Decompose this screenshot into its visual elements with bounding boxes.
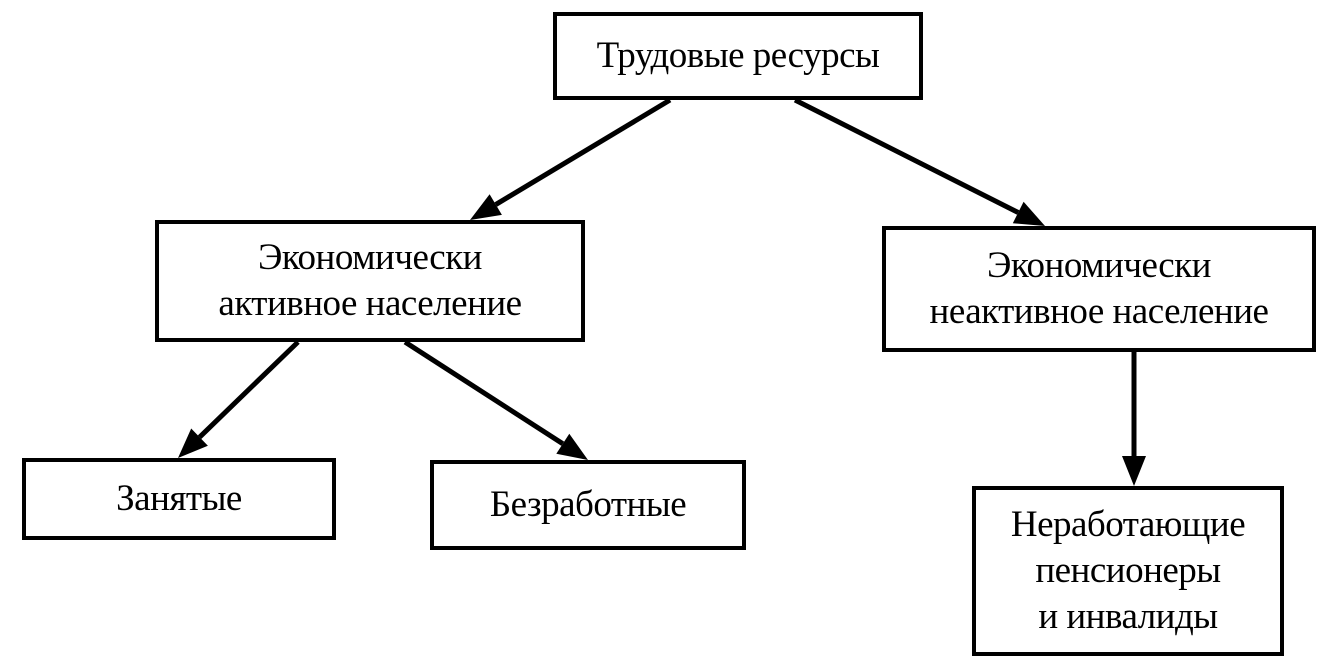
edge-root-to-active: [494, 97, 672, 207]
economically-inactive-line-2: неактивное население: [929, 291, 1269, 332]
arrowhead-active-to-employed: [178, 428, 208, 458]
economically-inactive-line-1: Экономически: [987, 245, 1212, 286]
edge-active-to-unemployed: [403, 339, 565, 446]
edge-active-to-employed: [197, 340, 300, 439]
unemployed-box: Безработные: [430, 460, 746, 550]
non-working-pensioners-line-1: Неработающие: [1010, 504, 1246, 545]
labor-resources-box: Трудовые ресурсы: [553, 12, 923, 100]
non-working-pensioners-box: Неработающие пенсионеры и инвалиды: [972, 486, 1284, 656]
economically-active-line-2: активное население: [218, 283, 522, 324]
economically-active-line-1: Экономически: [258, 237, 483, 278]
economically-inactive-box: Экономически неактивное население: [882, 226, 1316, 352]
edge-root-to-inactive: [793, 97, 1020, 215]
employed-box: Занятые: [22, 458, 336, 540]
arrowhead-active-to-unemployed: [556, 433, 588, 460]
employed-label: Занятые: [116, 478, 242, 519]
economically-active-box: Экономически активное население: [155, 220, 585, 342]
arrowhead-inactive-to-pensioners: [1122, 456, 1146, 486]
non-working-pensioners-line-3: и инвалиды: [1038, 596, 1218, 637]
unemployed-label: Безработные: [489, 484, 687, 525]
arrowhead-root-to-active: [470, 194, 502, 220]
non-working-pensioners-line-2: пенсионеры: [1035, 550, 1221, 591]
arrowhead-root-to-inactive: [1012, 201, 1045, 226]
labor-resources-label: Трудовые ресурсы: [596, 35, 880, 76]
